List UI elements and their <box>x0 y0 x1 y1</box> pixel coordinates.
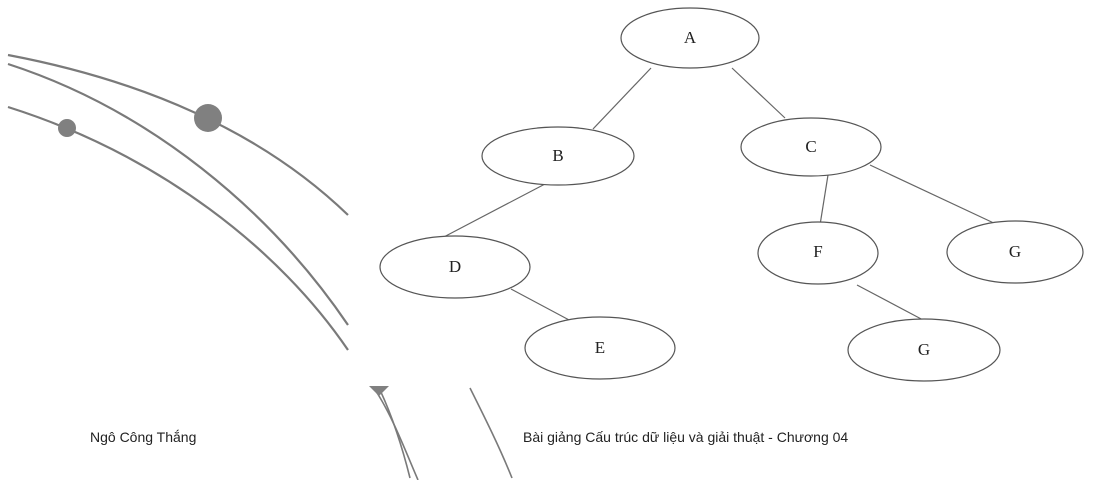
edge-a-c <box>731 67 786 119</box>
tree-node-c: C <box>740 117 882 177</box>
decorative-curve <box>7 105 349 351</box>
edge-d-e <box>510 288 572 322</box>
edge-c-g <box>869 164 999 226</box>
node-label: D <box>449 257 461 276</box>
node-label: E <box>595 338 605 357</box>
tree-node-f: F <box>757 221 879 285</box>
decorative-dot <box>194 104 222 132</box>
tree-node-b: B <box>481 126 635 186</box>
tree-node-e: E <box>524 316 676 380</box>
decorative-curve <box>373 387 419 480</box>
tree-edges <box>439 67 999 322</box>
tree-node-g-right: G <box>946 220 1084 284</box>
node-label: C <box>805 137 816 156</box>
edge-a-b <box>592 67 652 130</box>
node-label: F <box>813 242 822 261</box>
tree-node-a: A <box>620 7 760 69</box>
decorative-curve <box>469 387 513 479</box>
node-label: A <box>684 28 697 47</box>
node-label: B <box>552 146 563 165</box>
node-label: G <box>918 340 930 359</box>
footer-author: Ngô Công Thắng <box>90 429 197 445</box>
decorative-curve <box>379 389 411 479</box>
tree-node-d: D <box>379 235 531 299</box>
decorative-dot <box>58 119 76 137</box>
edge-f-g <box>856 284 926 322</box>
node-label: G <box>1009 242 1021 261</box>
decorative-dot <box>369 386 389 396</box>
edge-b-d <box>439 183 546 240</box>
footer-course-title: Bài giảng Cấu trúc dữ liệu và giải thuật… <box>523 429 849 445</box>
decorative-curve <box>7 62 349 326</box>
decorative-curve <box>7 53 349 216</box>
edge-c-f <box>819 174 829 226</box>
tree-node-g-bottom: G <box>847 318 1001 382</box>
